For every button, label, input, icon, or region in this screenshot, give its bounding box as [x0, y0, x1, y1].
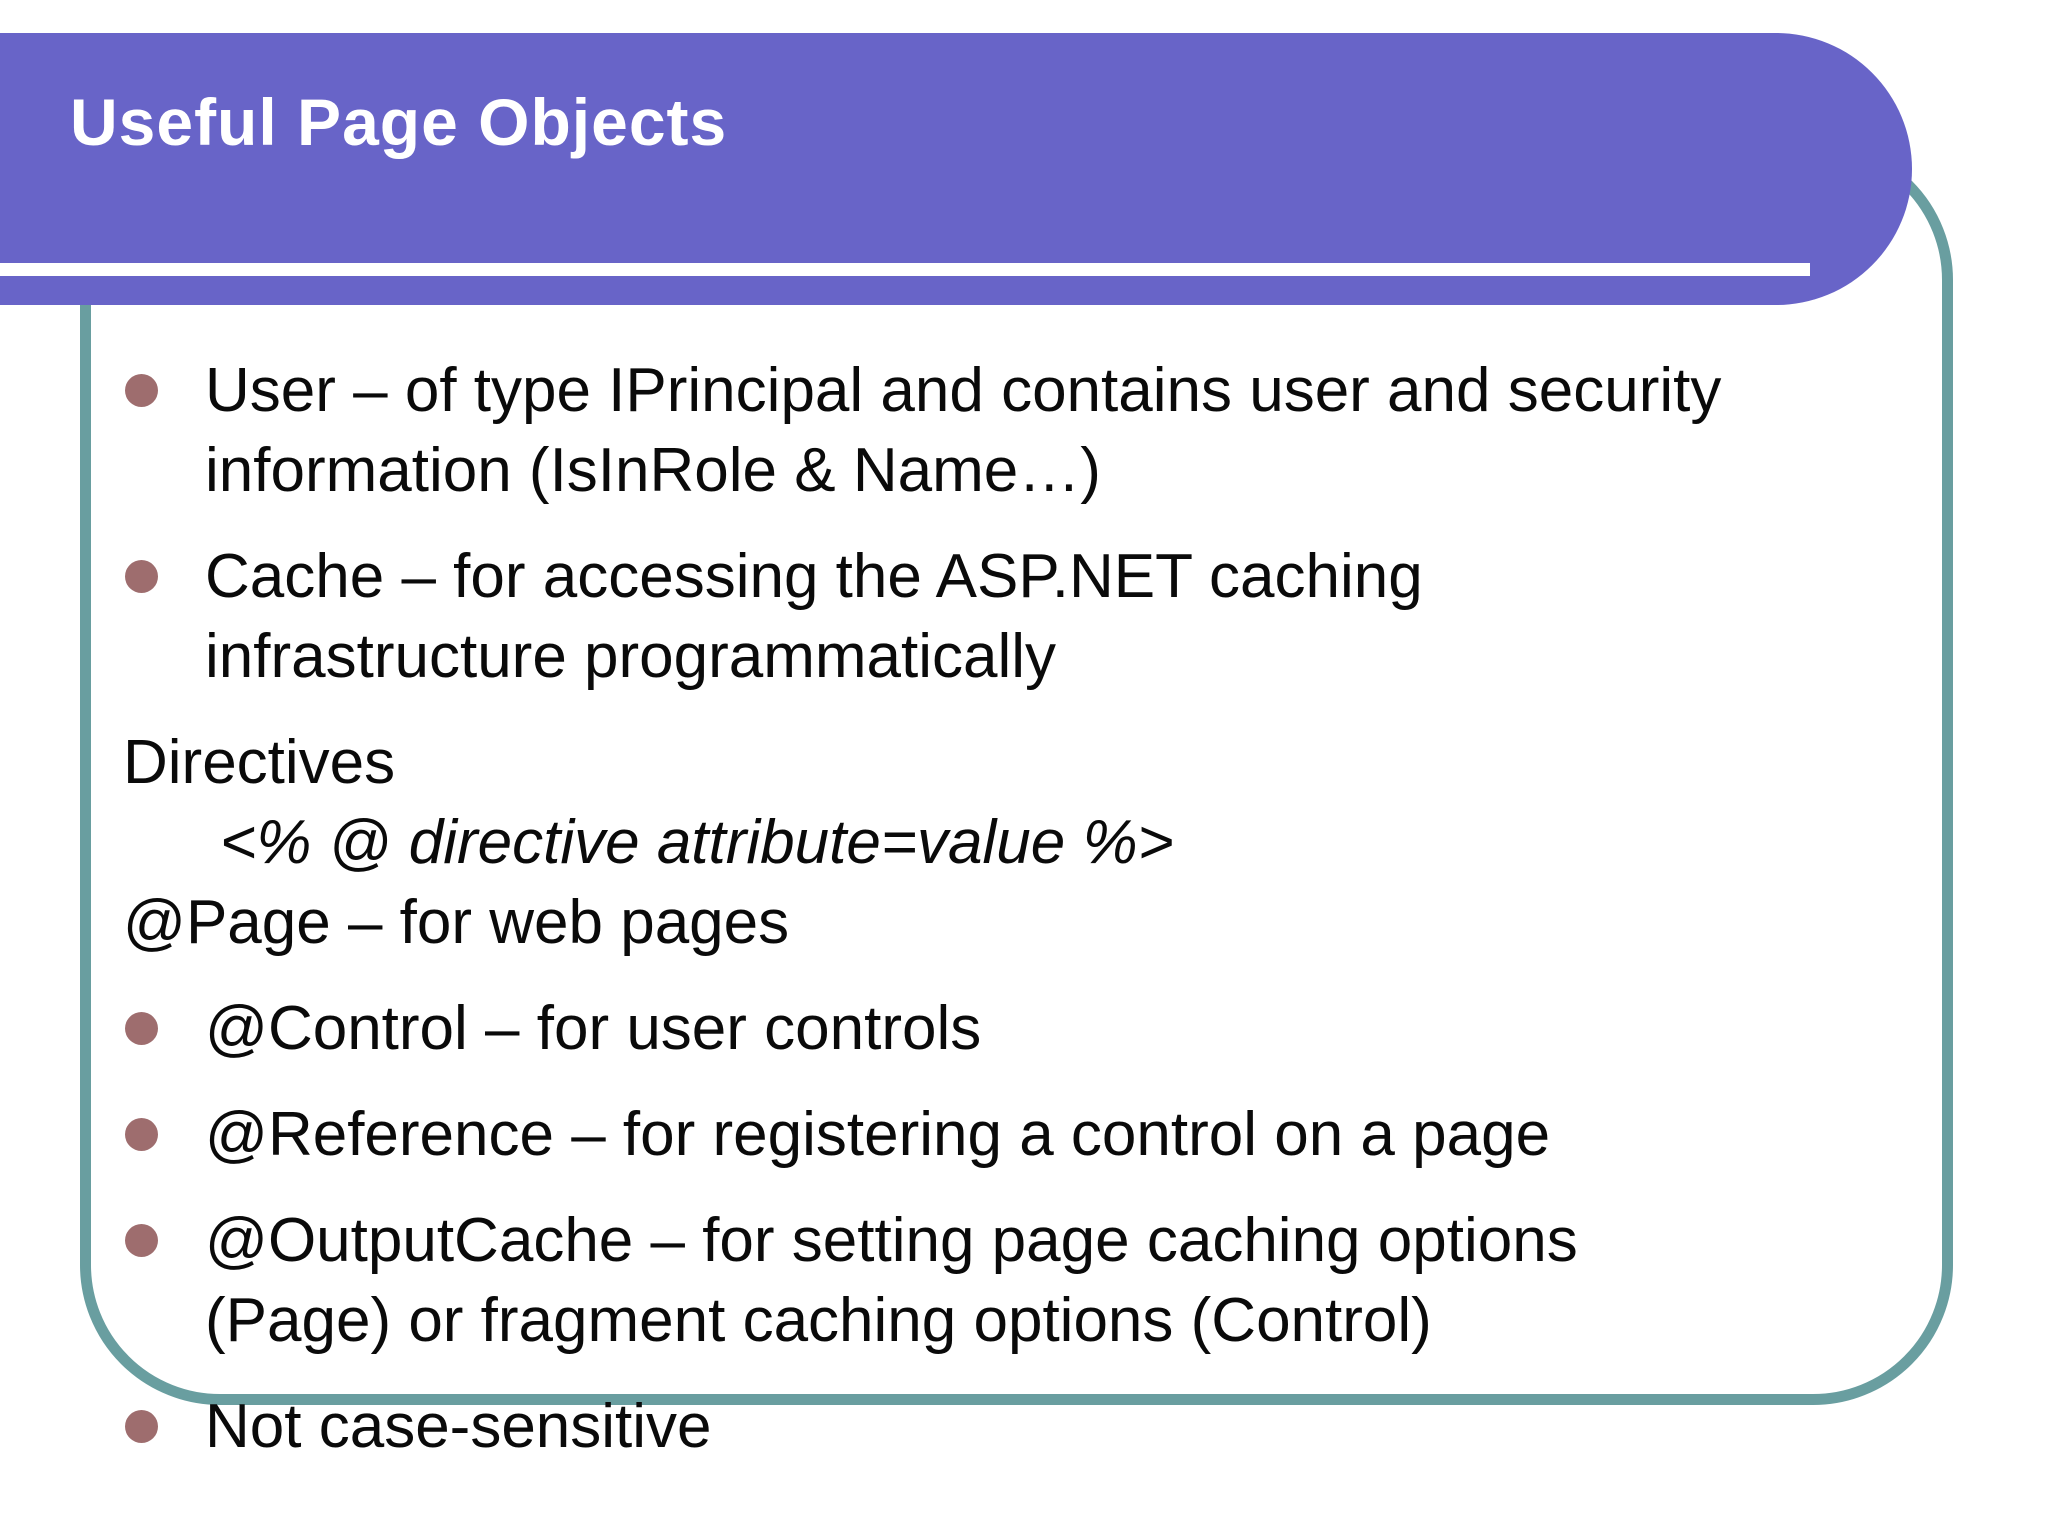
- slide-body: User – of type IPrincipal and contains u…: [95, 325, 1930, 1493]
- list-item: @Control – for user controls: [95, 989, 1930, 1069]
- list-item-text: @OutputCache – for setting page caching …: [205, 1206, 1578, 1355]
- list-item-text: Directives: [123, 728, 396, 797]
- list-item-text: @Control – for user controls: [205, 994, 982, 1063]
- list-item: User – of type IPrincipal and contains u…: [95, 351, 1930, 511]
- header-bar: [0, 33, 1912, 305]
- list-item-text: @Page – for web pages: [123, 888, 790, 957]
- bullet-marker: [125, 374, 158, 407]
- header-underline: [0, 263, 1810, 276]
- bullet-marker: [125, 1118, 158, 1151]
- list-item: Not case-sensitive: [95, 1387, 1930, 1467]
- list-item-text: Not case-sensitive: [205, 1392, 712, 1461]
- list-item: Cache – for accessing the ASP.NET cachin…: [95, 537, 1930, 697]
- list-item-text: Cache – for accessing the ASP.NET cachin…: [205, 542, 1423, 691]
- list-item-text: @Reference – for registering a control o…: [205, 1100, 1551, 1169]
- bullet-marker: [125, 560, 158, 593]
- list-item: @OutputCache – for setting page caching …: [95, 1201, 1930, 1361]
- list-item-directive-syntax: <% @ directive attribute=value %>: [95, 803, 1930, 883]
- bullet-marker: [125, 1410, 158, 1443]
- bullet-marker: [125, 1012, 158, 1045]
- list-item-text: User – of type IPrincipal and contains u…: [205, 356, 1722, 505]
- list-item: Directives: [95, 723, 1930, 803]
- list-item: @Page – for web pages: [95, 883, 1930, 963]
- slide-title: Useful Page Objects: [70, 85, 728, 159]
- list-item: @Reference – for registering a control o…: [95, 1095, 1930, 1175]
- bullet-marker: [125, 1224, 158, 1257]
- list-item-text: <% @ directive attribute=value %>: [220, 808, 1174, 877]
